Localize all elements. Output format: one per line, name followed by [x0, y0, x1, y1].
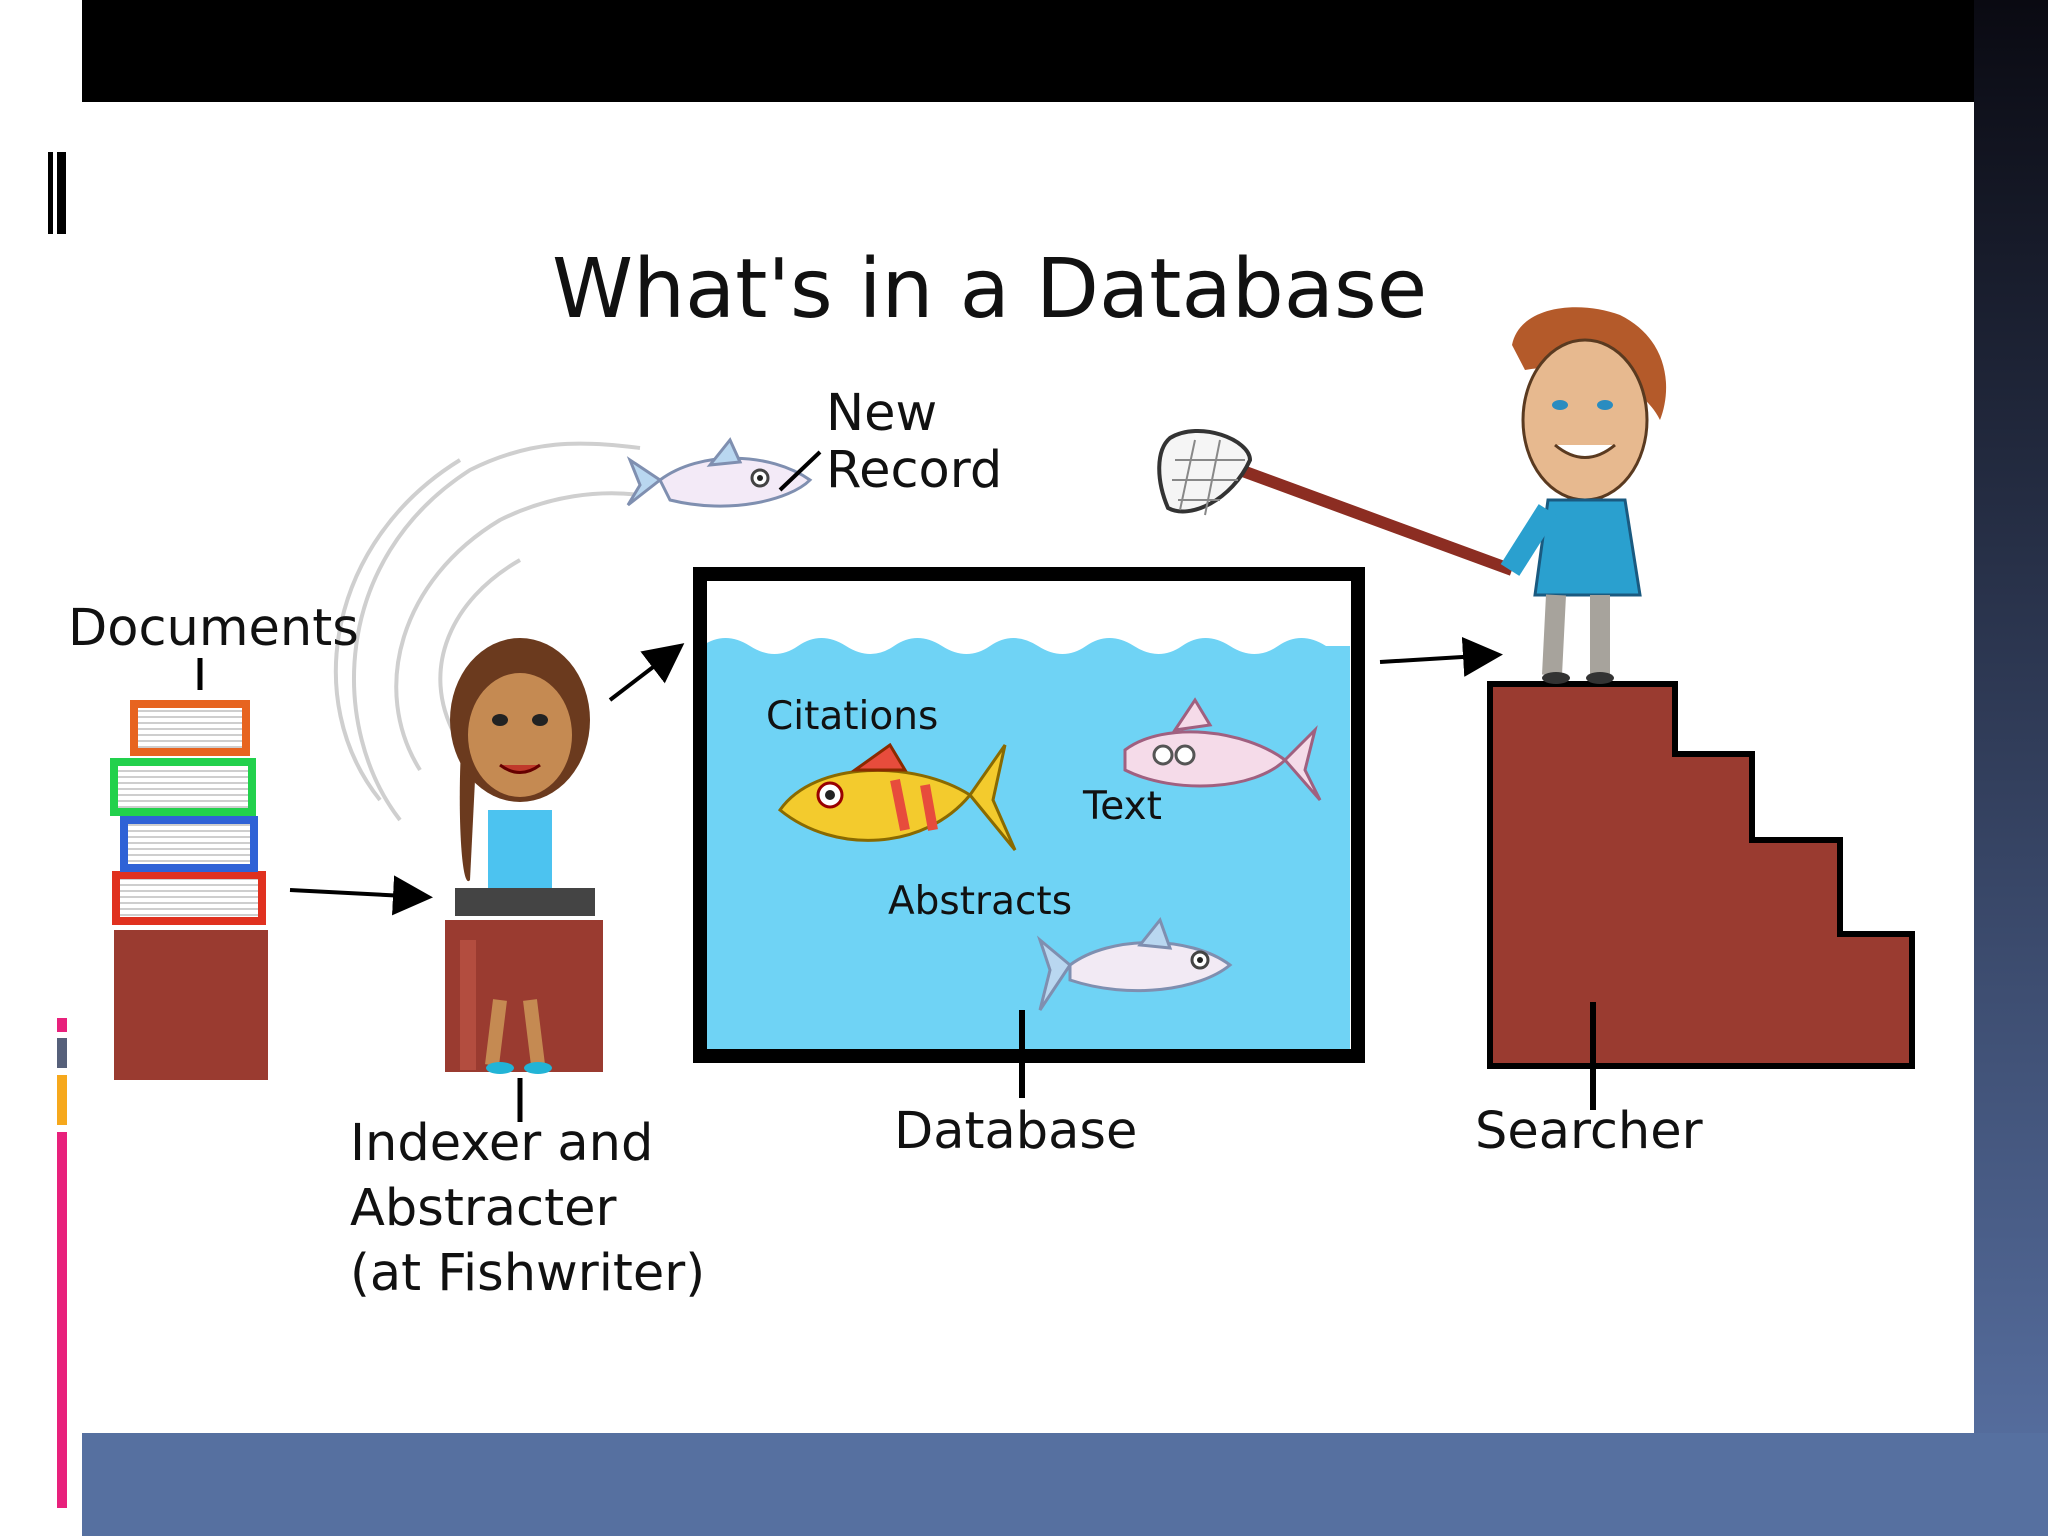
accent-strip — [57, 1018, 67, 1032]
bottom-blue-band — [82, 1433, 2048, 1536]
label-text: Text — [1083, 784, 1162, 829]
arrow-icon — [608, 643, 685, 702]
arrow-icon — [289, 875, 433, 916]
fish-icon — [1036, 916, 1233, 1011]
right-gradient-band — [1974, 0, 2048, 1536]
fish-icon — [626, 437, 813, 508]
fish-icon — [1123, 697, 1322, 801]
label-documents: Documents — [68, 599, 359, 658]
label-database: Database — [894, 1102, 1138, 1161]
label-searcher: Searcher — [1475, 1102, 1703, 1161]
label-citations: Citations — [766, 694, 939, 739]
arrow-icon — [1379, 636, 1503, 677]
left-white-margin — [0, 0, 82, 1536]
net-icon — [1157, 428, 1515, 576]
page-title: What's in a Database — [552, 242, 1428, 337]
fish-icon — [777, 742, 1017, 851]
searcher-person-icon — [1500, 307, 1667, 684]
top-black-band — [82, 0, 2048, 102]
label-new-record: New Record — [826, 384, 1003, 501]
label-abstracts: Abstracts — [888, 879, 1073, 924]
staircase-icon — [1487, 681, 1915, 1069]
label-indexer: Indexer and Abstracter (at Fishwriter) — [350, 1114, 706, 1303]
slide-marker-bar — [48, 152, 53, 234]
book-stack-icon — [110, 700, 268, 1080]
motion-lines — [333, 441, 641, 822]
indexer-person-icon — [445, 638, 603, 1074]
